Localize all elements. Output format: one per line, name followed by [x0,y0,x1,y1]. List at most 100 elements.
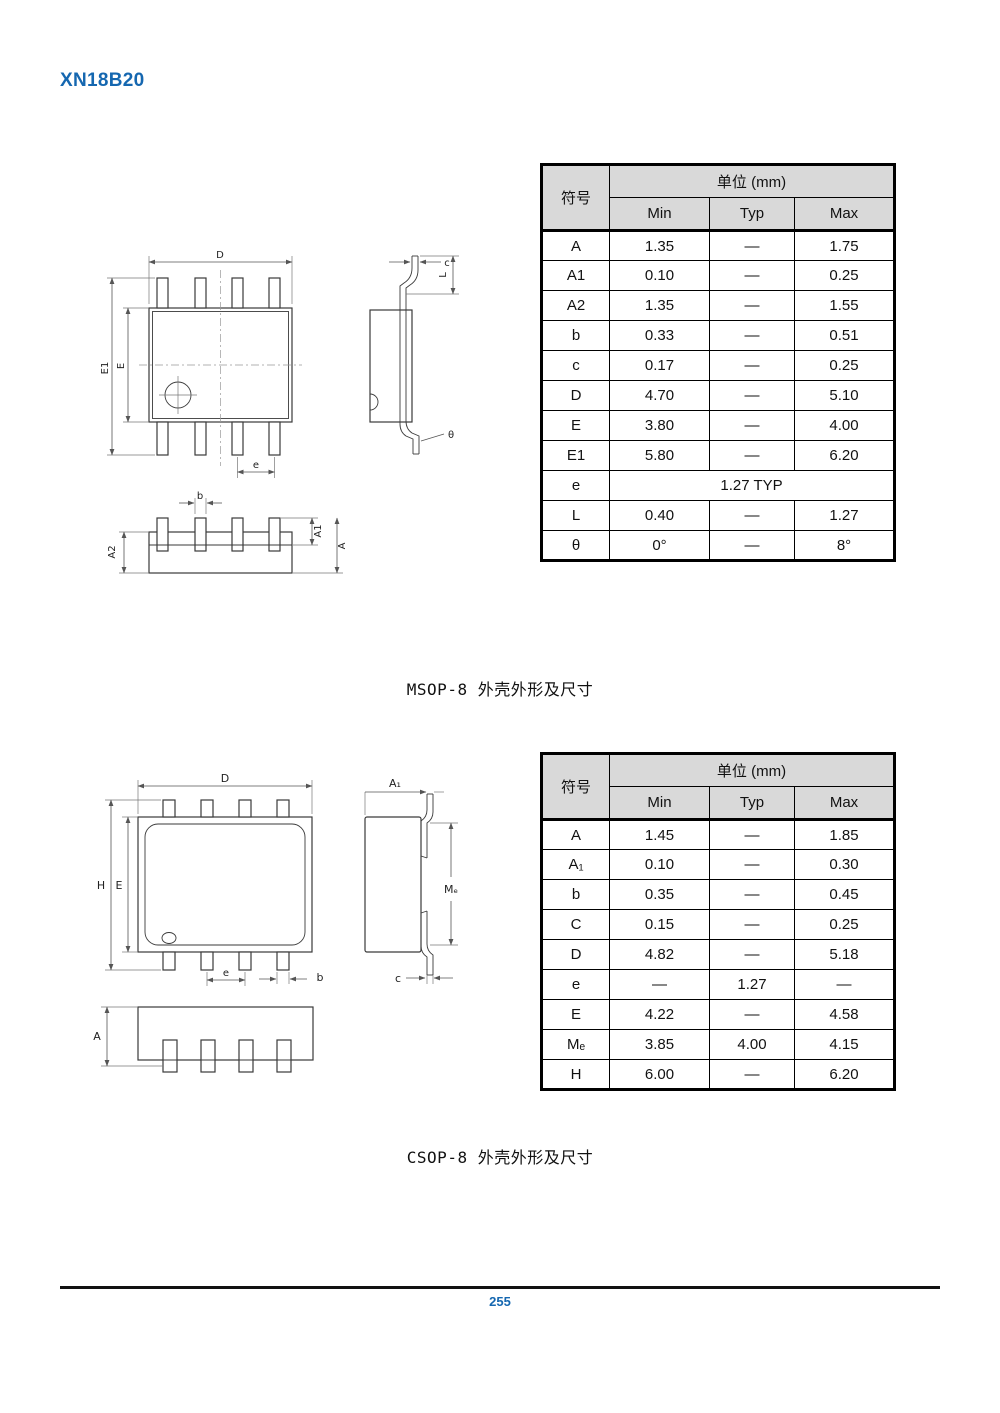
msop-front-view: b A1 A2 A [107,491,348,574]
msop-label-a: A [337,542,348,549]
value-cell: 0.25 [794,350,895,381]
symbol-cell: D [541,939,610,970]
value-cell: 4.00 [794,410,895,441]
value-cell: — [709,230,795,261]
symbol-cell: e [541,470,610,501]
value-cell: 0.40 [609,500,710,531]
msop-side-view: c L θ [369,255,459,455]
value-cell: — [709,410,795,441]
msop-top-view: D E1 E e [100,250,302,478]
column-header: Max [794,197,895,232]
value-cell: 3.80 [609,410,710,441]
page-number: 255 [489,1294,511,1309]
value-cell-span: 1.27 TYP [609,470,895,501]
value-cell: 1.27 [709,969,795,1000]
value-cell: 6.00 [609,1059,710,1090]
value-cell: 0.35 [609,879,710,910]
symbol-cell: b [541,320,610,351]
value-cell: 0.15 [609,909,710,940]
symbol-cell: c [541,350,610,381]
table-header-row: 符号单位 (mm) [541,164,895,232]
msop-label-pitch: e [253,460,259,471]
csop-front-view: A [93,1006,314,1073]
value-cell: — [709,1059,795,1090]
msop-package-drawing: D E1 E e [100,250,459,574]
footer-rule [60,1286,940,1289]
value-cell: 8° [794,530,895,561]
value-cell: 4.00 [709,1029,795,1060]
value-cell: — [709,879,795,910]
symbol-cell: H [541,1059,610,1090]
symbol-cell: Mₑ [541,1029,610,1060]
csop-package-drawing: D H E e b [93,772,458,1073]
value-cell: — [709,350,795,381]
value-cell: 0.17 [609,350,710,381]
symbol-cell: e [541,969,610,1000]
value-cell: — [609,969,710,1000]
value-cell: 0.25 [794,909,895,940]
symbol-cell: D [541,380,610,411]
csop-caption: CSOP-8 外壳外形及尺寸 [406,1148,594,1167]
msop-label-c: c [444,258,450,269]
value-cell: 0.51 [794,320,895,351]
csop-label-c: c [395,972,401,985]
symbol-cell: C [541,909,610,940]
value-cell: 1.75 [794,230,895,261]
symbol-cell: E [541,999,610,1030]
csop-label-a: A [93,1030,101,1043]
msop-label-theta: θ [448,430,454,441]
value-cell: — [709,500,795,531]
value-cell: — [709,849,795,880]
csop-label-h: H [97,879,105,892]
value-cell: 5.18 [794,939,895,970]
column-header: Typ [709,786,795,821]
csop-label-e: E [116,879,123,892]
symbol-header: 符号 [541,753,610,821]
msop-label-a2: A2 [107,545,118,558]
value-cell: 1.85 [794,819,895,850]
column-header: Min [609,197,710,232]
value-cell: 0.10 [609,849,710,880]
column-header: Min [609,786,710,821]
msop-label-e: E [116,363,127,369]
value-cell: — [794,969,895,1000]
value-cell: — [709,380,795,411]
symbol-cell: L [541,500,610,531]
value-cell: — [709,320,795,351]
unit-header: 单位 (mm) [609,753,895,787]
symbol-cell: A₁ [541,849,610,880]
csop-label-pitch: e [223,968,229,979]
table-header-row: 符号单位 (mm) [541,753,895,821]
csop-label-b: b [317,971,324,984]
value-cell: 4.58 [794,999,895,1030]
value-cell: — [709,530,795,561]
pin1-indicator [161,932,177,944]
value-cell: — [709,819,795,850]
value-cell: 0.33 [609,320,710,351]
msop-caption: MSOP-8 外壳外形及尺寸 [406,680,594,699]
value-cell: — [709,440,795,471]
msop-label-a1: A1 [313,524,324,537]
value-cell: — [709,260,795,291]
msop-label-l: L [438,272,449,278]
csop-label-d: D [221,772,229,785]
value-cell: 5.80 [609,440,710,471]
msop-label-d: D [216,250,224,261]
symbol-cell: b [541,879,610,910]
value-cell: — [709,939,795,970]
value-cell: 5.10 [794,380,895,411]
